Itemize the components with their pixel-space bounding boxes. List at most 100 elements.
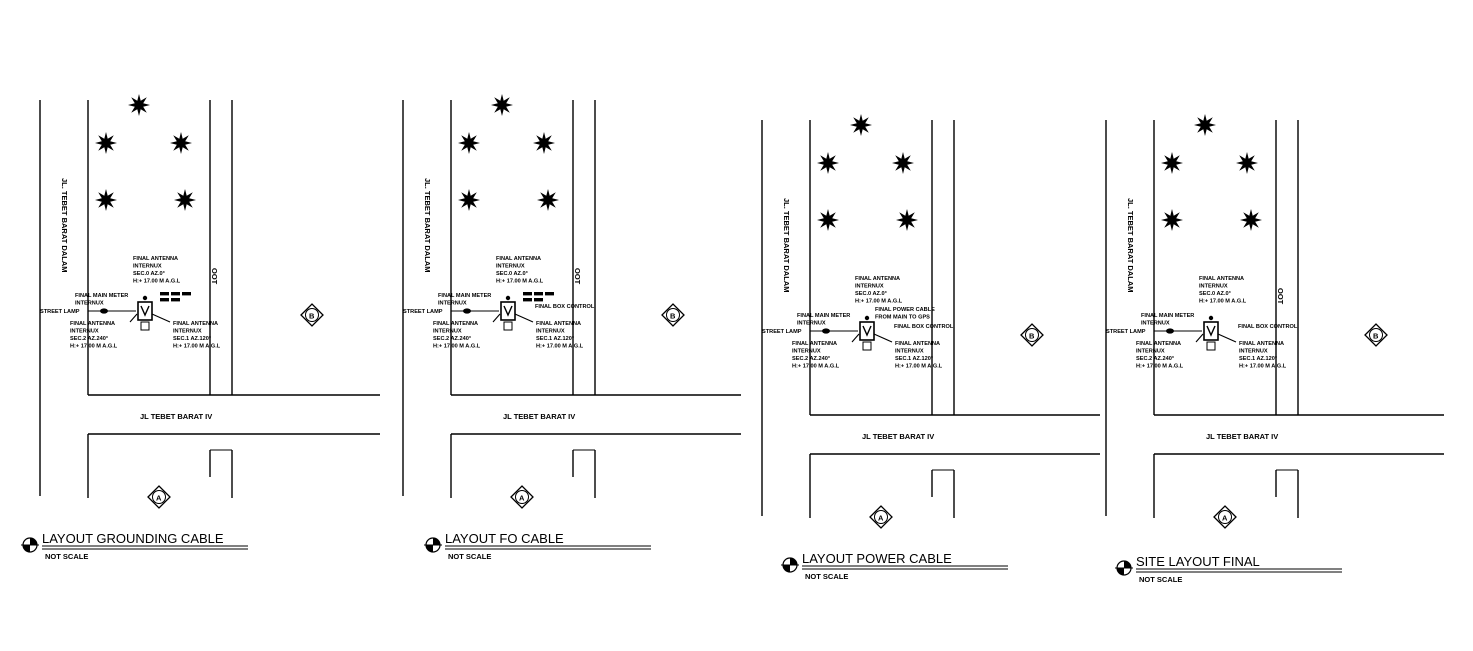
callout-line: FINAL ANTENNA (133, 256, 178, 262)
callout-line: FINAL ANTENNA (433, 321, 478, 327)
antenna-top-icon (505, 295, 511, 301)
callout-line: H:+ 17.00 M A.G.L (1136, 364, 1184, 370)
callout-street-lamp: STREET LAMP (403, 309, 443, 315)
tree-icon (1240, 209, 1262, 231)
callout-street-lamp: STREET LAMP (762, 329, 802, 335)
view-marker-a: A (1213, 505, 1237, 529)
antenna-sector-icon (140, 305, 150, 317)
antenna-top-icon (864, 315, 870, 321)
road-label-vertical: JL. TEBET BARAT DALAM (60, 178, 69, 272)
view-label-a: A (878, 514, 884, 523)
layout-panel-3: JL. TEBET BARAT DALAM JL TEBET BARAT IV FI… (761, 114, 1100, 529)
callout-line: FINAL BOX CONTROL (535, 304, 595, 310)
callout-line: STREET LAMP (1106, 329, 1146, 335)
view-marker-a: A (869, 505, 893, 529)
callout-line: H:+ 17.00 M A.G.L (433, 344, 481, 350)
view-circle-icon (515, 490, 529, 504)
view-label-b: B (670, 312, 676, 321)
leader-right (151, 313, 171, 323)
callout-line: INTERNUX (1199, 284, 1228, 290)
tree-icon (95, 189, 117, 211)
road-label-horizontal: JL TEBET BARAT IV (140, 412, 212, 421)
leader-right (873, 333, 893, 343)
callout-line: SEC.1 AZ.120° (1239, 356, 1277, 362)
callout-line: H:+ 17.00 M A.G.L (70, 344, 118, 350)
road-label-vertical: JL. TEBET BARAT DALAM (1126, 198, 1135, 292)
callout-line: SEC.2 AZ.240° (792, 356, 830, 362)
vertical-marker-label: OOT (210, 268, 219, 285)
callout-line: H:+ 17.00 M A.G.L (133, 279, 181, 285)
callout-line: H:+ 17.00 M A.G.L (1199, 299, 1247, 305)
callout-line: FINAL ANTENNA (855, 276, 900, 282)
layout-subtitle: NOT SCALE (1139, 575, 1182, 584)
road-label-vertical: JL. TEBET BARAT DALAM (782, 198, 791, 292)
tree-icon (817, 209, 839, 231)
callout-line: STREET LAMP (40, 309, 80, 315)
view-circle-icon (874, 510, 888, 524)
tree-icon (1194, 114, 1216, 136)
callout-line: SEC.1 AZ.120° (895, 356, 933, 362)
title-block-4: SITE LAYOUT FINAL NOT SCALE (1115, 554, 1342, 584)
box-control-icon (503, 321, 513, 331)
tree-icon (491, 94, 513, 116)
cable-segment (171, 292, 180, 296)
road-label-horizontal: JL TEBET BARAT IV (862, 432, 934, 441)
callout-line: H:+ 17.00 M A.G.L (496, 279, 544, 285)
callout-line: H:+ 17.00 M A.G.L (1239, 364, 1287, 370)
site-tower-icon (859, 321, 875, 341)
cable-segment (160, 298, 169, 302)
layout-subtitle: NOT SCALE (45, 552, 88, 561)
view-circle-icon (666, 308, 680, 322)
view-circle-icon (1025, 328, 1039, 342)
tree-icon (896, 209, 918, 231)
view-label-a: A (519, 494, 525, 503)
view-circle-icon (152, 490, 166, 504)
cable-segment (534, 292, 543, 296)
callout-line: INTERNUX (895, 349, 924, 355)
callout-line: FINAL ANTENNA (1239, 341, 1284, 347)
callout-line: FINAL ANTENNA (536, 321, 581, 327)
callout-line: H:+ 17.00 M A.G.L (792, 364, 840, 370)
layout-title: LAYOUT FO CABLE (445, 531, 564, 546)
cable-segment (545, 292, 554, 296)
callout-line: SEC.2 AZ.240° (433, 336, 471, 342)
callout-line: SEC.0 AZ.0° (1199, 291, 1231, 297)
callout-line: INTERNUX (173, 329, 202, 335)
callout-line: INTERNUX (433, 329, 462, 335)
callout-box-control: FINAL BOX CONTROL (1238, 324, 1298, 330)
callout-line: INTERNUX (855, 284, 884, 290)
tree-icon (850, 114, 872, 136)
antenna-sector-icon (862, 325, 872, 337)
cable-segment (523, 292, 532, 296)
callout-line: FINAL ANTENNA (496, 256, 541, 262)
callout-line: FINAL ANTENNA (792, 341, 837, 347)
road-label-horizontal: JL TEBET BARAT IV (1206, 432, 1278, 441)
tree-icon (892, 152, 914, 174)
callout-line: SEC.0 AZ.0° (855, 291, 887, 297)
callout-line: FROM MAIN TO GPS (875, 315, 930, 321)
leader-left (129, 313, 138, 323)
vertical-marker-label: OOT (573, 268, 582, 285)
callout-line: INTERNUX (70, 329, 99, 335)
view-label-b: B (1373, 332, 1379, 341)
view-circle-icon (1369, 328, 1383, 342)
tree-icon (458, 189, 480, 211)
layout-title: SITE LAYOUT FINAL (1136, 554, 1260, 569)
callout-line: SEC.2 AZ.240° (1136, 356, 1174, 362)
callout-line: INTERNUX (1239, 349, 1268, 355)
callout-line: INTERNUX (75, 301, 104, 307)
callout-line: FINAL MAIN METER (797, 313, 850, 319)
tree-icon (170, 132, 192, 154)
view-label-a: A (156, 494, 162, 503)
